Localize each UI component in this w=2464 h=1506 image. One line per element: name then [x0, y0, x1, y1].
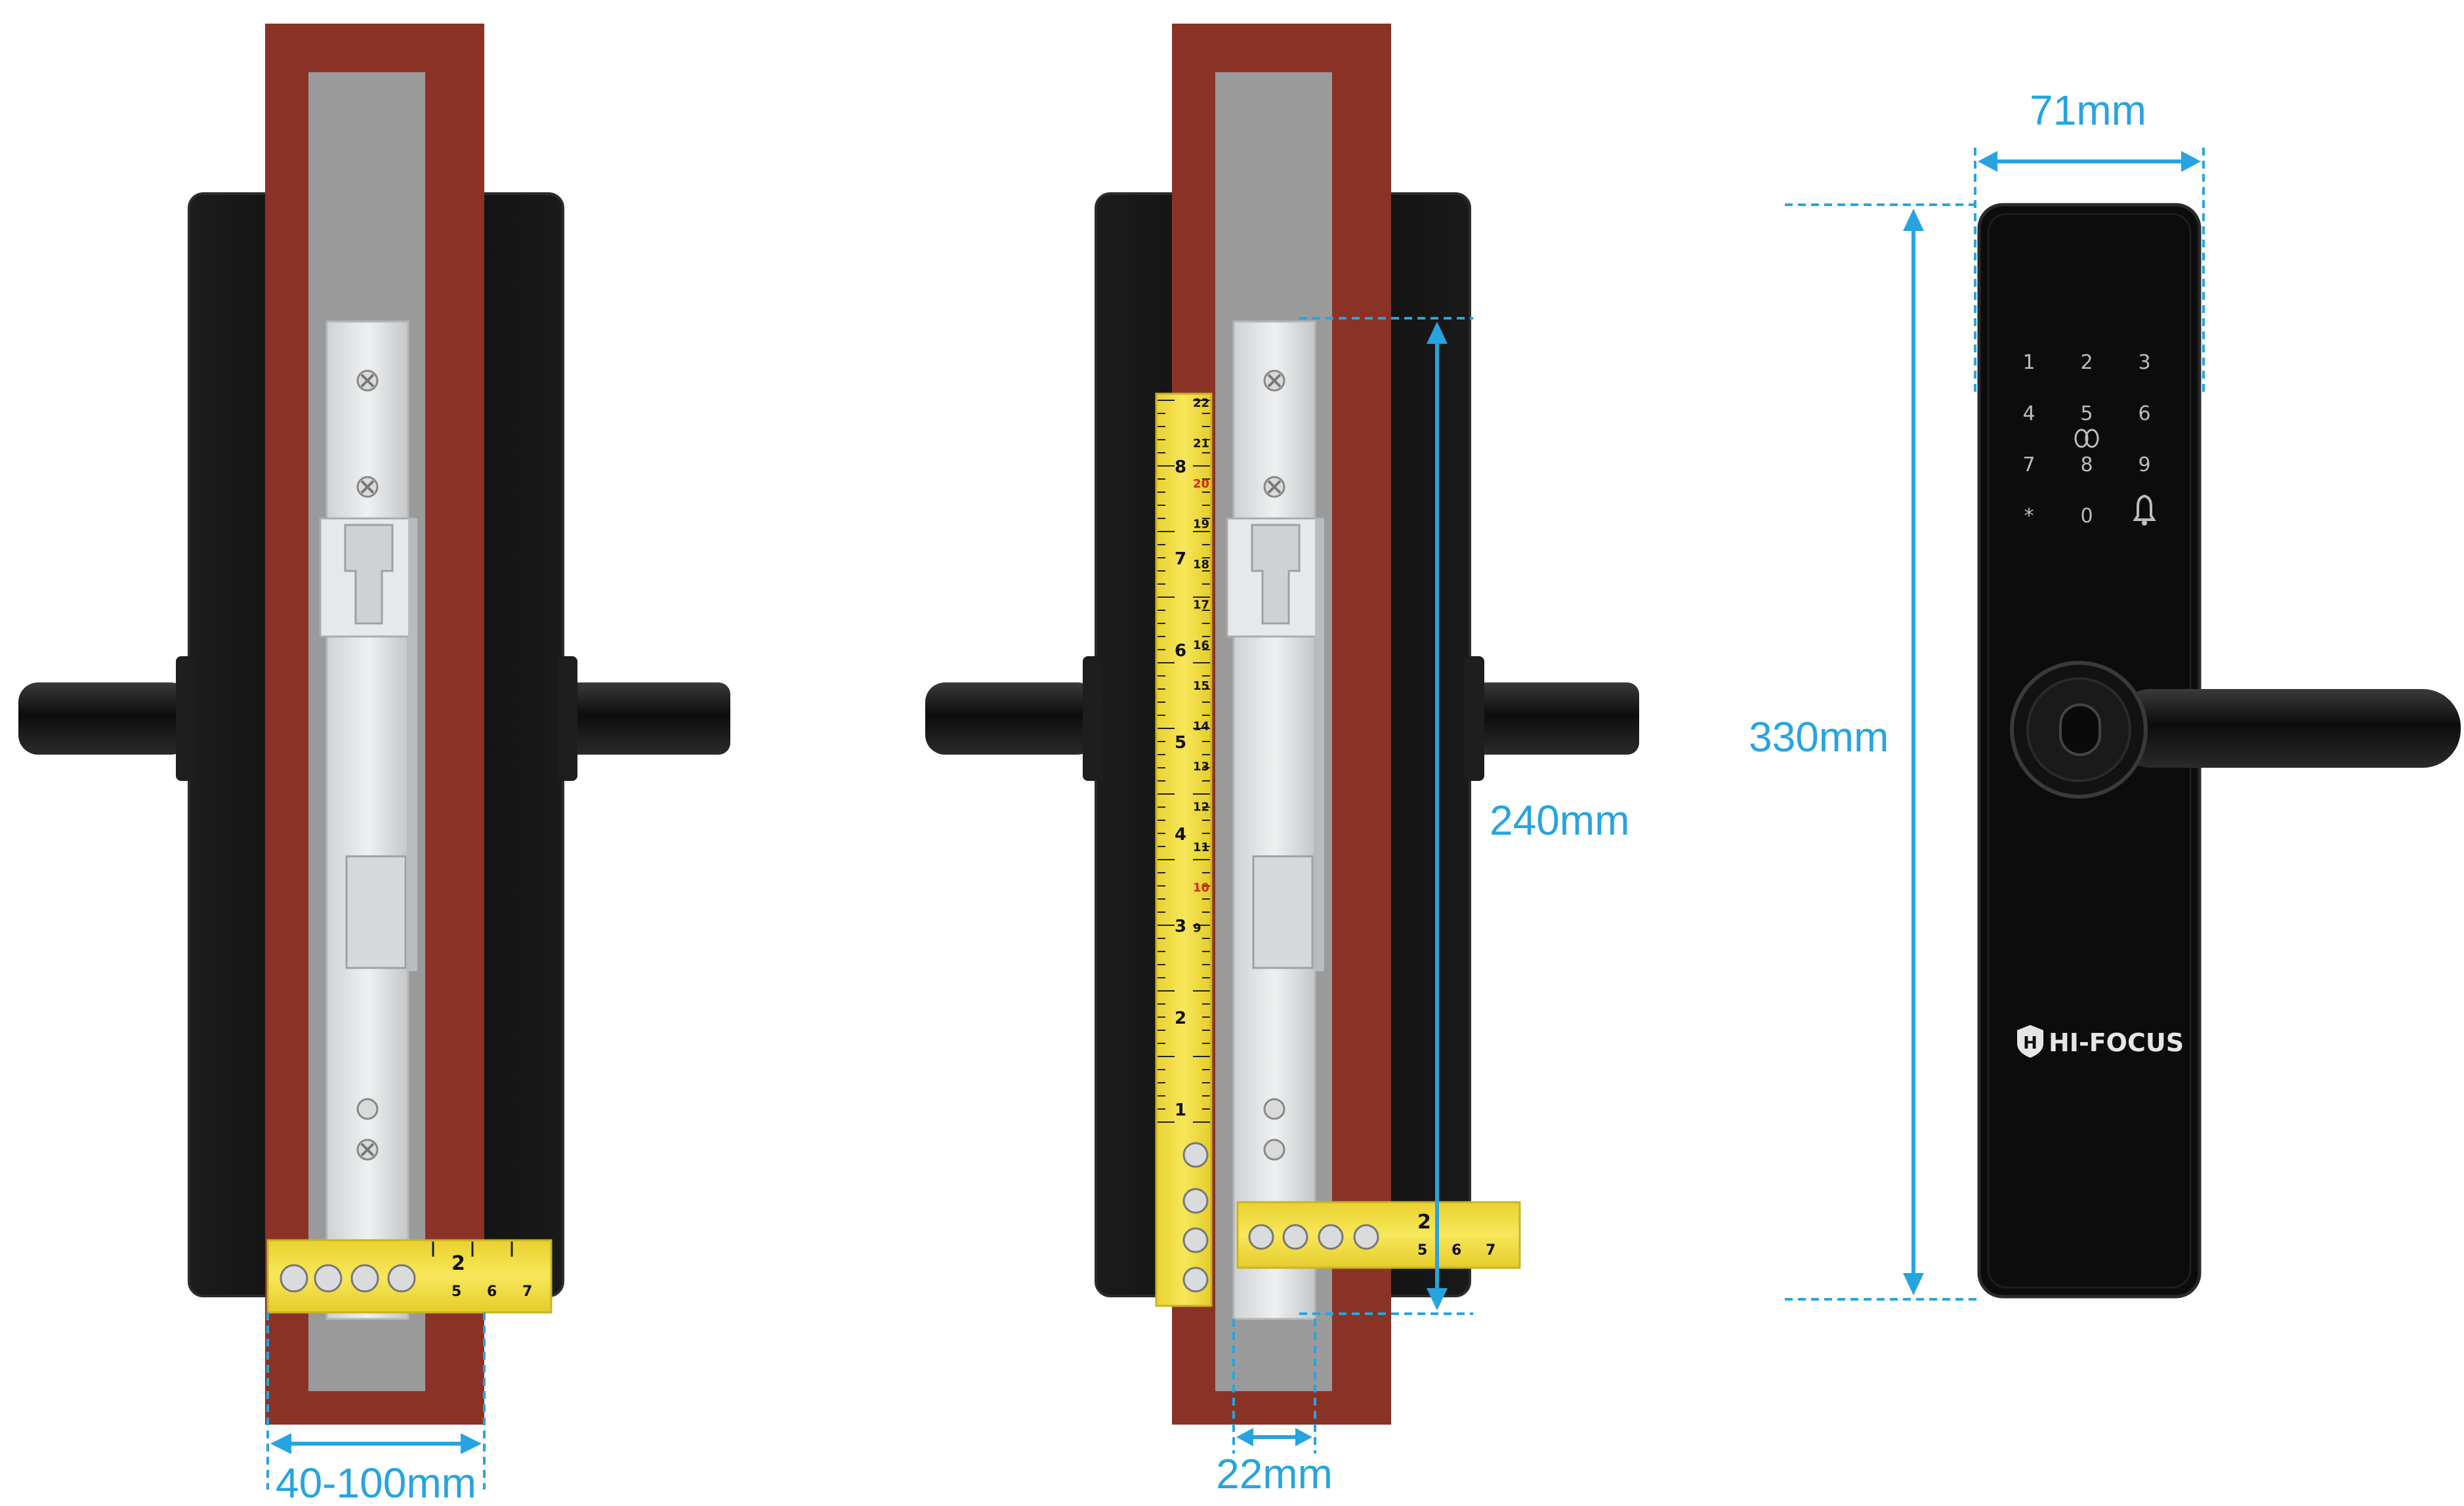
tape-number: 9 — [1193, 921, 1201, 935]
tape-number: 5 — [1417, 1242, 1427, 1259]
middle-dead-bolt — [1252, 855, 1314, 969]
tape-number: 20 — [1193, 477, 1209, 491]
tape-number: 14 — [1193, 719, 1209, 733]
keypad-key-star[interactable]: * — [2024, 505, 2034, 528]
card-reader-icon — [2074, 429, 2099, 448]
left-latch-bolt — [319, 517, 416, 638]
tape-number: 10 — [1193, 881, 1209, 894]
left-lock-assembly — [18, 24, 730, 1425]
fingerprint-sensor-icon[interactable] — [2059, 703, 2101, 756]
lock-height-dimension: 330mm — [1749, 203, 1979, 1301]
tape-number: 6 — [1451, 1242, 1461, 1259]
keypad-key-3[interactable]: 3 — [2138, 351, 2150, 374]
keypad-key-6[interactable]: 6 — [2138, 402, 2150, 425]
backset-label: 22mm — [1216, 1450, 1333, 1497]
middle-handle-outer — [925, 656, 1102, 781]
keypad-key-0[interactable]: 0 — [2080, 505, 2093, 528]
tape-number: 7 — [522, 1284, 532, 1300]
tape-number: 13 — [1193, 760, 1209, 774]
brand-name: HI-FOCUS — [2049, 1028, 2184, 1057]
tape-number: 7 — [1175, 549, 1186, 569]
tape-number: 12 — [1193, 800, 1209, 814]
tape-number: 1 — [1175, 1100, 1186, 1120]
middle-plate-screws — [1263, 369, 1285, 1161]
brand-logo-letter: H — [2023, 1034, 2037, 1053]
tape-number: 4 — [1175, 825, 1186, 845]
tape-number: 11 — [1193, 841, 1209, 854]
middle-face-plate — [1232, 320, 1316, 1320]
tape-number: 17 — [1193, 598, 1209, 612]
tape-number: 8 — [1175, 457, 1186, 477]
lock-front-view: 1 2 3 4 5 6 7 8 9 * 0 — [1977, 203, 2461, 1299]
left-plate-screws — [356, 369, 379, 1161]
left-handle-outer — [18, 656, 196, 781]
mortise-depth-dimension: 240mm — [1299, 317, 1629, 1315]
mortise-depth-label: 240mm — [1490, 797, 1629, 844]
middle-latch-bolt — [1226, 517, 1323, 638]
left-face-plate — [325, 320, 409, 1320]
bell-icon[interactable] — [2133, 494, 2156, 526]
horizontal-tape-measure: 2 5 6 7 — [1236, 1201, 1521, 1269]
lock-height-label: 330mm — [1749, 713, 1889, 761]
tape-number: 5 — [451, 1284, 461, 1300]
lock-width-dimension: 71mm — [1974, 87, 2205, 394]
keypad: 1 2 3 4 5 6 7 8 9 * 0 — [2022, 351, 2156, 528]
middle-handle-inner — [1465, 656, 1639, 781]
tape-number: 15 — [1193, 679, 1209, 693]
tape-number: 19 — [1193, 518, 1209, 532]
keypad-key-2[interactable]: 2 — [2080, 351, 2093, 374]
tape-number: 2 — [451, 1252, 465, 1275]
tape-number: 2 — [1417, 1211, 1431, 1234]
keypad-key-8[interactable]: 8 — [2080, 453, 2093, 476]
tape-number: 3 — [1175, 917, 1186, 936]
lock-width-label: 71mm — [2030, 87, 2146, 134]
tape-number: 7 — [1486, 1242, 1495, 1259]
keypad-key-7[interactable]: 7 — [2022, 453, 2035, 476]
left-dead-bolt — [345, 855, 407, 969]
keypad-key-4[interactable]: 4 — [2022, 402, 2035, 425]
tape-number: 5 — [1175, 733, 1186, 753]
tape-number: 6 — [1175, 641, 1186, 661]
tape-number: 16 — [1193, 638, 1209, 652]
left-handle-inner — [558, 656, 730, 781]
door-thickness-dimension: 40-100mm — [266, 1312, 486, 1506]
keypad-key-9[interactable]: 9 — [2138, 453, 2150, 476]
keypad-key-5[interactable]: 5 — [2080, 402, 2093, 425]
tape-number: 18 — [1193, 558, 1209, 572]
backset-dimension: 22mm — [1216, 1319, 1333, 1497]
tape-number: 2 — [1175, 1009, 1186, 1028]
tape-number: 22 — [1193, 396, 1209, 410]
left-tape-measure: 2 5 6 7 — [266, 1239, 553, 1314]
tape-number: 21 — [1193, 437, 1209, 451]
brand-logo: H HI-FOCUS — [2017, 1025, 2184, 1058]
keypad-key-1[interactable]: 1 — [2022, 351, 2035, 374]
tape-number: 6 — [487, 1284, 497, 1300]
door-thickness-label: 40-100mm — [276, 1459, 476, 1506]
